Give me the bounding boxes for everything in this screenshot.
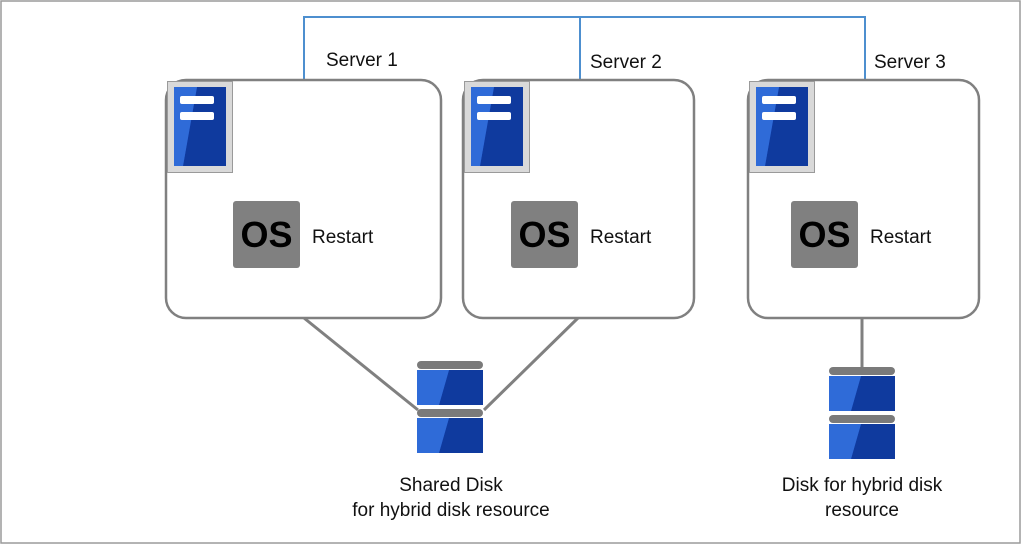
os-badge-label: OS xyxy=(518,214,570,255)
os-icon xyxy=(511,201,578,268)
restart-label: Restart xyxy=(590,227,652,248)
restart-label: Restart xyxy=(870,227,932,248)
server-label: Server 2 xyxy=(590,52,662,73)
os-icon xyxy=(233,201,300,268)
shared-disk-label-line1: Shared Disk xyxy=(399,475,503,496)
os-badge-label: OS xyxy=(240,214,292,255)
server-node-1[interactable]: Server 1 OS Restart xyxy=(164,50,443,320)
server-label: Server 3 xyxy=(874,52,946,73)
restart-label: Restart xyxy=(312,227,374,248)
hybrid-disk-label-line1: Disk for hybrid disk xyxy=(782,475,943,496)
server-label: Server 1 xyxy=(326,50,398,71)
server-node-2[interactable]: Server 2 OS Restart xyxy=(461,52,696,320)
shared-disk[interactable]: Shared Disk for hybrid disk resource xyxy=(352,361,550,521)
os-badge-label: OS xyxy=(798,214,850,255)
disk-connection-lines xyxy=(303,316,864,412)
server-node-3[interactable]: Server 3 OS Restart xyxy=(746,52,981,320)
shared-disk-label-line2: for hybrid disk resource xyxy=(352,500,549,521)
server-icon xyxy=(749,81,815,173)
disk-icon xyxy=(417,361,483,453)
network-lines xyxy=(303,16,866,80)
os-icon xyxy=(791,201,858,268)
hybrid-disk-label-line2: resource xyxy=(825,500,899,521)
server-icon xyxy=(167,81,233,173)
server-icon xyxy=(464,81,530,173)
hybrid-disk[interactable]: Disk for hybrid disk resource xyxy=(782,367,943,521)
disk-icon xyxy=(829,367,895,459)
